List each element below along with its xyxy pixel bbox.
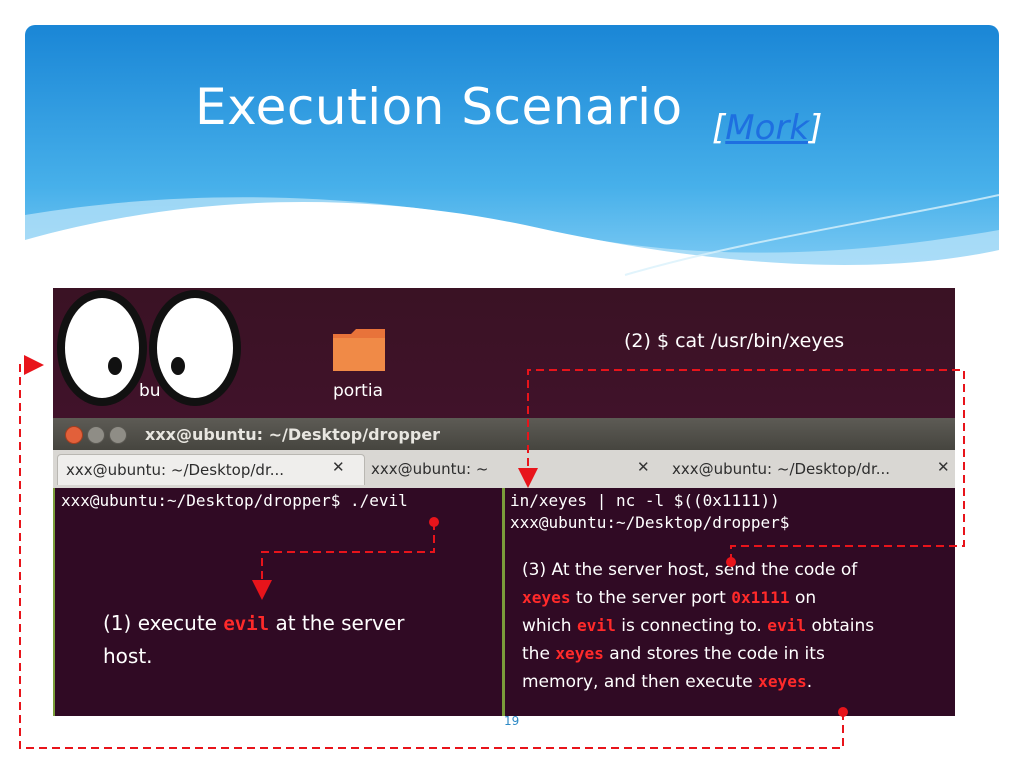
annotation-text: which — [522, 616, 577, 636]
desktop-folder-label[interactable]: portia — [333, 381, 383, 401]
slide-header — [25, 25, 999, 295]
annotation-step-1: (1) execute evil at the server host. — [103, 607, 404, 672]
code-evil: evil — [576, 616, 616, 635]
xeyes-icon — [57, 290, 241, 406]
tab-2-close-icon[interactable]: ✕ — [637, 458, 650, 476]
code-evil: evil — [223, 613, 270, 635]
pane-split-divider[interactable] — [502, 488, 505, 716]
tab-label: xxx@ubuntu: ~/Desktop/dr... — [672, 460, 891, 478]
annotation-step-3-line-2: xeyes to the server port 0x1111 on — [522, 584, 874, 612]
tab-1[interactable]: xxx@ubuntu: ~/Desktop/dr... — [57, 454, 365, 485]
tab-label: xxx@ubuntu: ~/Desktop/dr... — [66, 461, 285, 479]
pane-border-left — [53, 488, 55, 716]
code-evil: evil — [767, 616, 807, 635]
annotation-text: memory, and then execute — [522, 672, 759, 692]
tab-3-close-icon[interactable]: ✕ — [937, 458, 950, 476]
tab-3[interactable]: xxx@ubuntu: ~/Desktop/dr... — [672, 454, 932, 484]
tab-1-close-icon[interactable]: ✕ — [332, 458, 345, 476]
code-xeyes: xeyes — [758, 672, 807, 691]
code-xeyes: xeyes — [522, 588, 571, 607]
window-title: xxx@ubuntu: ~/Desktop/dropper — [145, 425, 441, 444]
page-number: 19 — [504, 714, 520, 728]
slide-title: Execution Scenario — [195, 78, 683, 136]
annotation-text: (1) execute — [103, 611, 224, 635]
citation: [Mork] — [712, 108, 822, 148]
terminal-right-line-2: xxx@ubuntu:~/Desktop/dropper$ — [510, 513, 790, 532]
code-xeyes: xeyes — [555, 644, 604, 663]
terminal-pane-left[interactable] — [53, 488, 502, 716]
folder-icon[interactable] — [331, 326, 387, 374]
annotation-text: is connecting to. — [615, 616, 768, 636]
terminal-right-line-1: in/xeyes | nc -l $((0x1111)) — [510, 491, 780, 510]
annotation-text: at the server — [269, 611, 405, 635]
annotation-step-1-line-1: (1) execute evil at the server — [103, 607, 404, 640]
code-port: 0x1111 — [731, 588, 790, 607]
annotation-text: on — [789, 588, 817, 608]
tab-2[interactable]: xxx@ubuntu: ~ — [371, 454, 641, 484]
header-wave-background — [25, 25, 999, 295]
annotation-step-3-line-4: the xeyes and stores the code in its — [522, 640, 874, 668]
close-window-icon[interactable] — [65, 426, 83, 444]
minimize-window-icon[interactable] — [87, 426, 105, 444]
annotation-step-3: (3) At the server host, send the code of… — [522, 557, 874, 696]
citation-link[interactable]: Mork — [725, 108, 810, 148]
annotation-step-3-line-3: which evil is connecting to. evil obtain… — [522, 612, 874, 640]
annotation-text: the — [522, 644, 556, 664]
annotation-step-3-line-5: memory, and then execute xeyes. — [522, 668, 874, 696]
maximize-window-icon[interactable] — [109, 426, 127, 444]
annotation-text: obtains — [806, 616, 875, 636]
annotation-step-1-line-2: host. — [103, 644, 153, 668]
citation-close-bracket: ] — [809, 108, 823, 148]
annotation-step-2: (2) $ cat /usr/bin/xeyes — [624, 330, 845, 352]
citation-open-bracket: [ — [712, 108, 726, 148]
annotation-text: and stores the code in its — [603, 644, 825, 664]
annotation-text: to the server port — [570, 588, 732, 608]
annotation-text: . — [806, 672, 813, 692]
tab-label: xxx@ubuntu: ~ — [371, 460, 489, 478]
terminal-left-line: xxx@ubuntu:~/Desktop/dropper$ ./evil — [61, 491, 408, 510]
annotation-step-3-line-1: (3) At the server host, send the code of — [522, 560, 858, 580]
